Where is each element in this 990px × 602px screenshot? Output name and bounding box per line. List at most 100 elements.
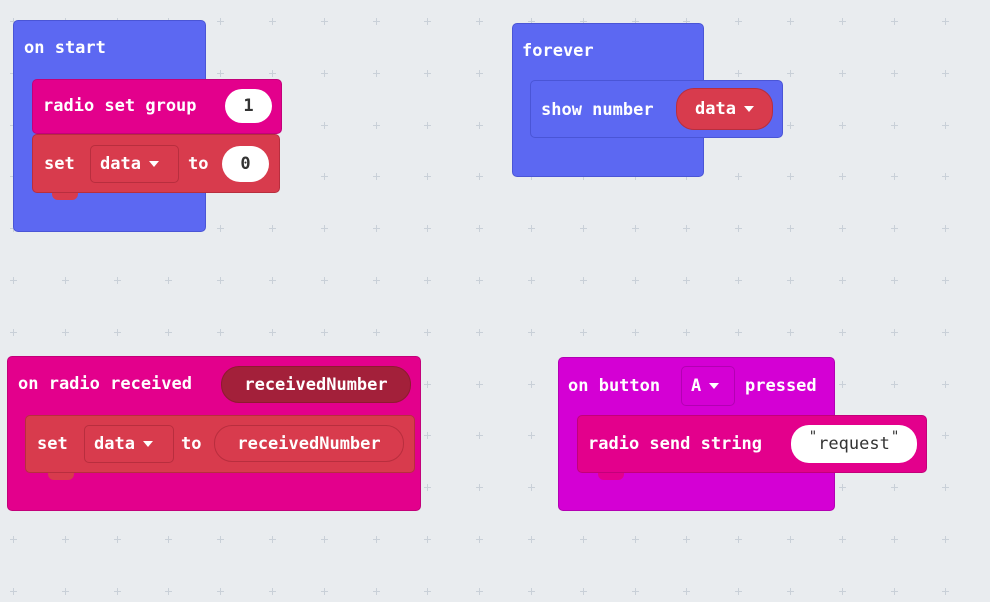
grid-plus-icon — [321, 277, 328, 284]
grid-plus-icon — [269, 18, 276, 25]
request-string-input[interactable]: " request " — [791, 425, 917, 463]
grid-plus-icon — [787, 277, 794, 284]
data-variable-label: data — [100, 154, 141, 174]
grid-plus-icon — [891, 122, 898, 129]
button-a-dropdown[interactable]: A — [681, 366, 735, 406]
grid-plus-icon — [10, 536, 17, 543]
grid-plus-icon — [424, 432, 431, 439]
chevron-down-icon — [743, 106, 754, 112]
to-label-2: to — [181, 434, 202, 454]
grid-plus-icon — [735, 18, 742, 25]
grid-plus-icon — [373, 173, 380, 180]
grid-plus-icon — [891, 588, 898, 595]
grid-plus-icon — [787, 588, 794, 595]
grid-plus-icon — [683, 329, 690, 336]
radio-send-string-notch — [598, 473, 624, 480]
on-radio-received-label: on radio received — [18, 374, 192, 394]
grid-plus-icon — [528, 277, 535, 284]
grid-plus-icon — [62, 329, 69, 336]
grid-plus-icon — [424, 277, 431, 284]
chevron-down-icon — [142, 441, 153, 447]
grid-plus-icon — [373, 329, 380, 336]
grid-plus-icon — [683, 536, 690, 543]
grid-plus-icon — [735, 536, 742, 543]
data-variable-reporter[interactable]: data — [676, 88, 773, 130]
grid-plus-icon — [269, 225, 276, 232]
grid-plus-icon — [787, 536, 794, 543]
grid-plus-icon — [942, 122, 949, 129]
grid-plus-icon — [165, 277, 172, 284]
request-string-value: request — [818, 434, 890, 454]
grid-plus-icon — [839, 173, 846, 180]
grid-plus-icon — [942, 70, 949, 77]
set-value-number-input[interactable]: 0 — [222, 146, 269, 182]
grid-plus-icon — [424, 536, 431, 543]
grid-plus-icon — [891, 484, 898, 491]
grid-plus-icon — [632, 588, 639, 595]
grid-plus-icon — [476, 484, 483, 491]
received-number-parameter[interactable]: receivedNumber — [221, 366, 411, 403]
grid-plus-icon — [217, 18, 224, 25]
grid-plus-icon — [942, 484, 949, 491]
grid-plus-icon — [528, 225, 535, 232]
open-quote-icon: " — [808, 429, 818, 445]
grid-plus-icon — [891, 277, 898, 284]
grid-plus-icon — [891, 329, 898, 336]
grid-plus-icon — [839, 381, 846, 388]
grid-plus-icon — [580, 536, 587, 543]
grid-plus-icon — [114, 588, 121, 595]
grid-plus-icon — [787, 122, 794, 129]
grid-plus-icon — [735, 329, 742, 336]
grid-plus-icon — [632, 277, 639, 284]
grid-plus-icon — [528, 588, 535, 595]
grid-plus-icon — [839, 484, 846, 491]
grid-plus-icon — [839, 588, 846, 595]
grid-plus-icon — [476, 70, 483, 77]
grid-plus-icon — [683, 277, 690, 284]
radio-group-number-input[interactable]: 1 — [225, 89, 272, 123]
grid-plus-icon — [683, 225, 690, 232]
grid-plus-icon — [373, 70, 380, 77]
grid-plus-icon — [165, 329, 172, 336]
grid-plus-icon — [373, 18, 380, 25]
grid-plus-icon — [217, 536, 224, 543]
grid-plus-icon — [62, 277, 69, 284]
data-variable-dropdown[interactable]: data — [90, 145, 179, 183]
grid-plus-icon — [787, 70, 794, 77]
grid-plus-icon — [424, 18, 431, 25]
grid-plus-icon — [942, 225, 949, 232]
data-variable-dropdown-2[interactable]: data — [84, 425, 174, 463]
received-number-reporter[interactable]: receivedNumber — [214, 425, 404, 462]
grid-plus-icon — [424, 484, 431, 491]
grid-plus-icon — [269, 277, 276, 284]
grid-plus-icon — [165, 588, 172, 595]
grid-plus-icon — [476, 329, 483, 336]
grid-plus-icon — [891, 225, 898, 232]
grid-plus-icon — [787, 173, 794, 180]
grid-plus-icon — [891, 18, 898, 25]
grid-plus-icon — [217, 329, 224, 336]
grid-plus-icon — [217, 277, 224, 284]
grid-plus-icon — [321, 536, 328, 543]
grid-plus-icon — [476, 588, 483, 595]
grid-plus-icon — [891, 173, 898, 180]
grid-plus-icon — [424, 588, 431, 595]
grid-plus-icon — [62, 588, 69, 595]
data-variable-reporter-label: data — [695, 99, 736, 119]
grid-plus-icon — [787, 225, 794, 232]
grid-plus-icon — [476, 225, 483, 232]
grid-plus-icon — [269, 70, 276, 77]
grid-plus-icon — [735, 173, 742, 180]
grid-plus-icon — [62, 536, 69, 543]
grid-plus-icon — [942, 18, 949, 25]
grid-plus-icon — [165, 536, 172, 543]
to-label: to — [188, 154, 209, 174]
grid-plus-icon — [528, 484, 535, 491]
grid-plus-icon — [476, 432, 483, 439]
set-data-received-notch — [48, 473, 74, 480]
grid-plus-icon — [580, 225, 587, 232]
grid-plus-icon — [217, 70, 224, 77]
grid-plus-icon — [735, 277, 742, 284]
grid-plus-icon — [839, 122, 846, 129]
radio-send-string-label: radio send string — [588, 434, 762, 454]
